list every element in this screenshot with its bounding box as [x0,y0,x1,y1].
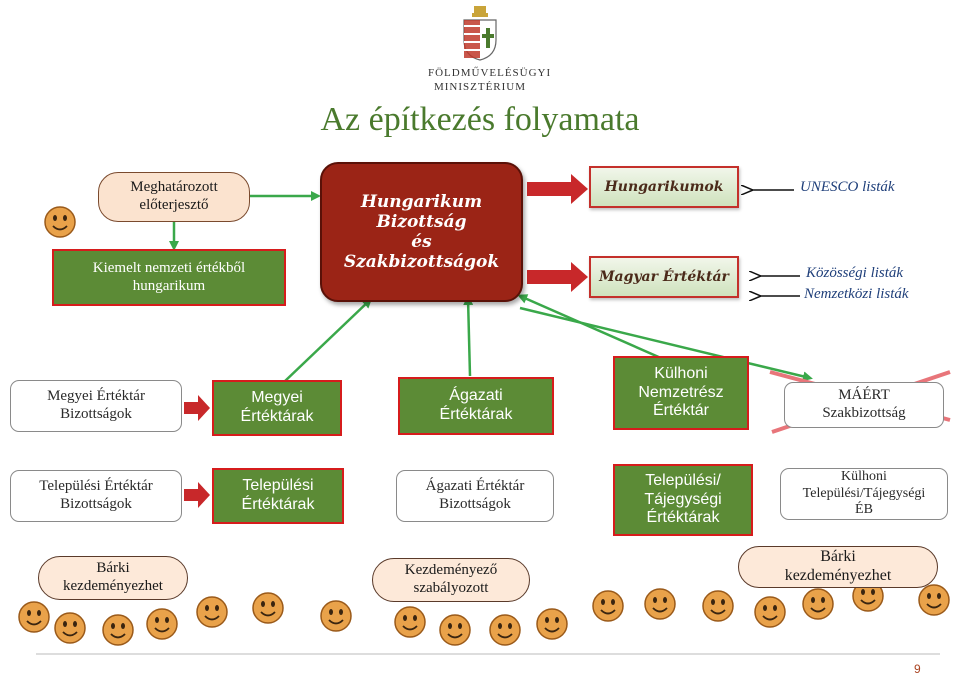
diaspora-line-2: Nemzetrész [638,383,724,401]
block-arrow-row2-1 [184,395,210,421]
proposer-line-1: Meghatározott [130,179,218,196]
community-lists-label: Közösségi listák [806,265,904,281]
anyone-right-line-2: kezdeményezhet [784,567,892,584]
connector-kulhoni-center [517,294,671,364]
unesco-lists-label: UNESCO listák [800,179,895,195]
regional-stores-line-1: Települési/ [645,471,721,489]
smiley-icon [644,588,676,620]
diaspora-eb-line-3: ÉB [855,502,873,518]
connector-megyei-center [283,297,373,383]
maert-line-1: MÁÉRT [838,387,890,404]
smiley-icon [439,614,471,646]
sector-committees-line-1: Ágazati Értéktár [425,478,525,495]
international-lists-label: Nemzetközi listák [804,286,909,302]
block-arrows [184,174,588,508]
initiator-line-1: Kezdeményező [404,562,498,579]
county-committees-line-1: Megyei Értéktár [47,388,145,405]
diaspora-line-1: Külhoni [654,364,708,382]
magyar-ertektar-label: Magyar Értéktár [599,268,729,285]
smiley-icon [196,596,228,628]
smiley-icon [702,590,734,622]
county-stores-line-1: Megyei [251,389,303,407]
smiley-faces [18,206,950,646]
hungarikumok-label: Hungarikumok [604,178,724,195]
magyar-ertektar-box: Magyar Értéktár [589,256,739,298]
highlighted-line-1: Kiemelt nemzeti értékből [92,259,246,276]
center-line-1: Hungarikum [360,191,483,212]
anyone-left-line-1: Bárki [96,560,130,577]
county-committees-line-2: Bizottságok [60,406,132,422]
proposer-line-2: előterjesztő [139,197,209,213]
smiley-icon [102,614,134,646]
settlement-stores-line-1: Települési [242,477,314,495]
smiley-icon [252,592,284,624]
block-arrow-center-ertektar [527,262,588,292]
smiley-icon [489,614,521,646]
smiley-icon [852,580,884,612]
smiley-icon [18,601,50,633]
maert-line-2: Szakbizottság [822,405,906,421]
logo-line-1: FÖLDMŰVELÉSÜGYI [428,67,552,79]
smiley-icon [754,596,786,628]
regional-stores-line-2: Tájegységi [644,490,722,508]
smiley-icon [394,606,426,638]
smiley-icon [802,588,834,620]
center-line-3: és [411,232,432,252]
smiley-icon [592,590,624,622]
hungarikum-committee-box: Hungarikum Bizottság és Szakbizottságok [320,162,523,302]
smiley-icon [536,608,568,640]
highlighted-line-2: hungarikum [132,277,206,294]
anyone-right-line-1: Bárki [820,548,856,566]
smiley-icon [918,584,950,616]
county-stores-line-2: Értéktárak [240,408,314,425]
smiley-icon [146,608,178,640]
hungarikumok-box: Hungarikumok [589,166,739,208]
page-title: Az építkezés folyamata [320,101,640,138]
settlement-committees-line-1: Települési Értéktár [39,478,153,495]
logo-line-2: MINISZTÉRIUM [433,80,527,93]
connector-center-maert [519,306,813,382]
green-connectors [169,191,813,383]
hungarian-coat-of-arms-icon [463,6,497,61]
list-arrows [752,190,800,296]
diaspora-eb-line-2: Települési/Tájegységi [802,485,926,501]
block-arrow-row3-1 [184,482,210,508]
sector-committees-line-2: Bizottságok [439,496,511,512]
sector-stores-line-1: Ágazati [449,387,503,405]
settlement-committees-line-2: Bizottságok [60,496,132,512]
diaspora-line-3: Értéktár [652,402,709,420]
settlement-stores-line-2: Értéktárak [241,496,315,513]
block-arrow-center-hungarikumok [527,174,588,204]
smiley-icon [54,612,86,644]
sector-stores-line-2: Értéktárak [439,406,513,423]
regional-stores-line-3: Értéktárak [646,509,720,527]
anyone-left-line-2: kezdeményezhet [63,578,163,594]
smiley-icon [320,600,352,632]
connector-agazati-center [463,295,474,377]
ministry-logo: FÖLDMŰVELÉSÜGYI MINISZTÉRIUM [428,4,552,95]
diaspora-eb-line-1: Külhoni [841,469,887,485]
initiator-line-2: szabályozott [413,580,489,596]
center-line-4: Szakbizottságok [343,252,500,273]
center-line-2: Bizottság [376,211,467,232]
page-number: 9 [914,662,921,676]
smiley-icon [44,206,76,238]
